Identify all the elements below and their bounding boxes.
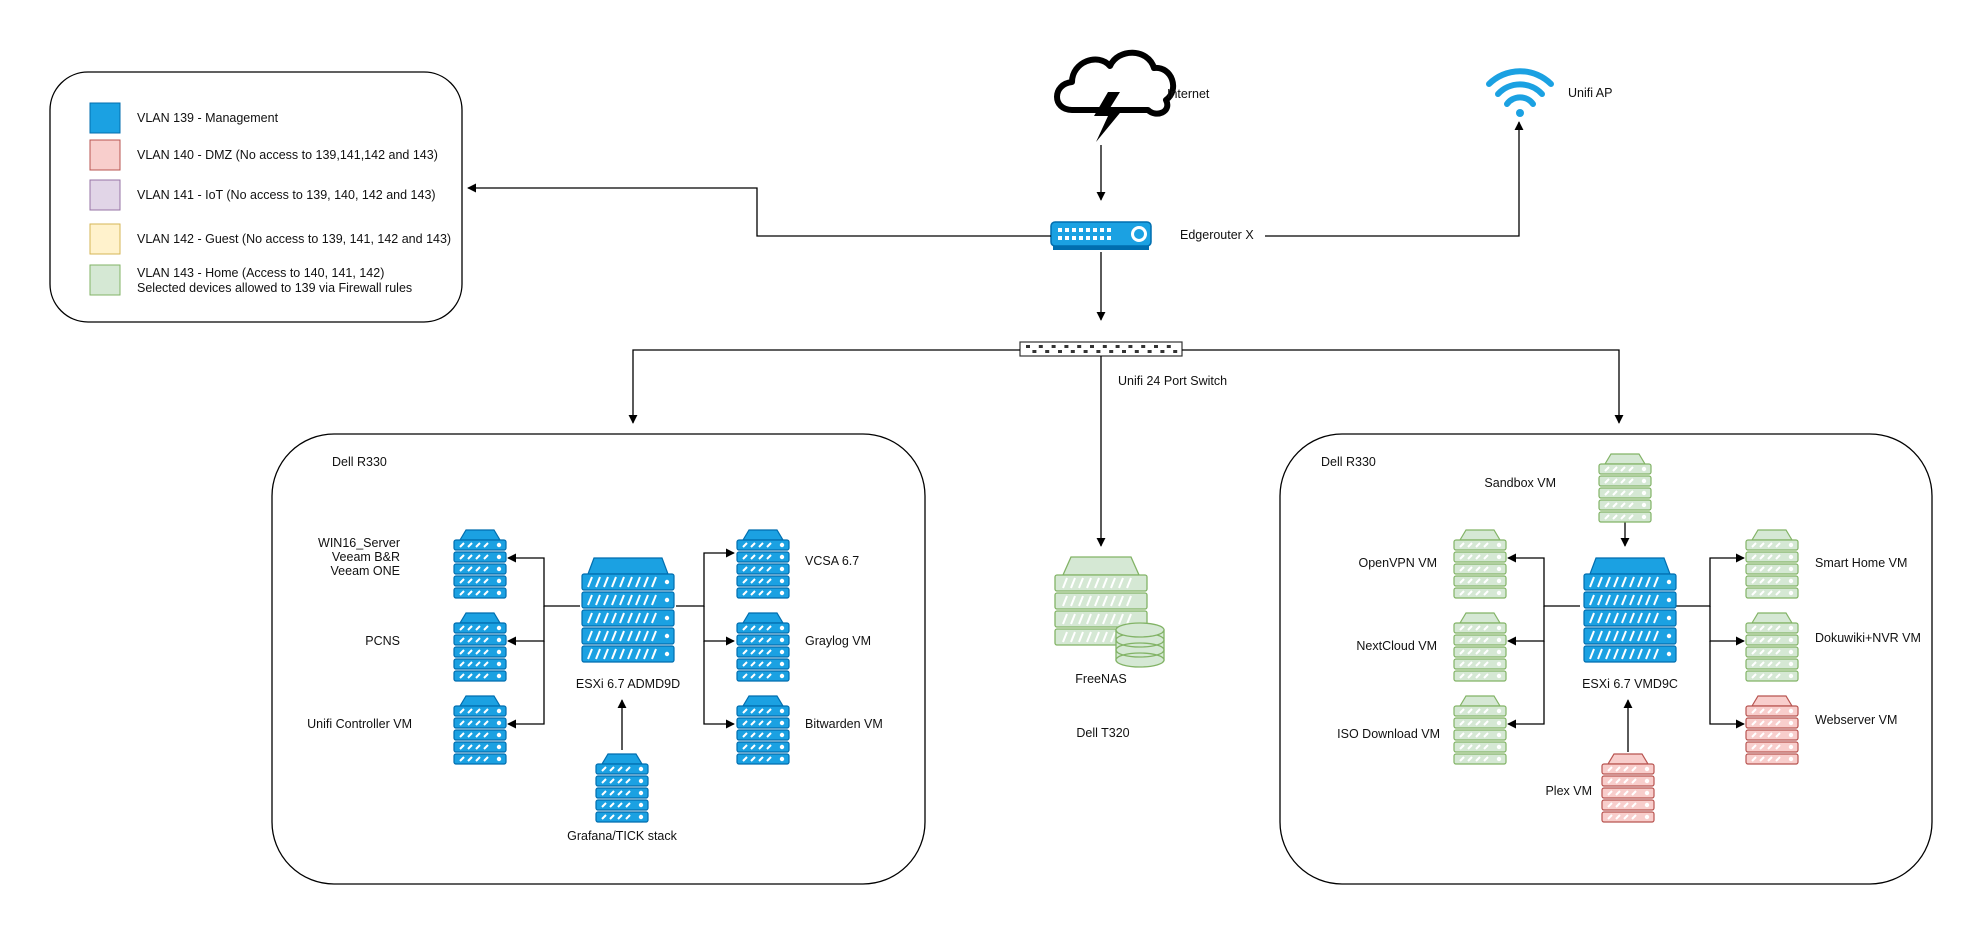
vm-label-openvpn: OpenVPN VM xyxy=(1358,556,1437,570)
server-grafana-icon xyxy=(595,753,649,823)
esxi-left-label: ESXi 6.7 ADMD9D xyxy=(576,677,680,691)
server-graylog-icon xyxy=(736,612,790,682)
host-right-labels: OpenVPN VM NextCloud VM ISO Download VM … xyxy=(1337,476,1921,798)
legend-label: VLAN 143 - Home (Access to 140, 141, 142… xyxy=(137,266,384,280)
unifi-ap-label: Unifi AP xyxy=(1568,86,1612,100)
legend-swatch xyxy=(89,102,121,134)
host-left-title: Dell R330 xyxy=(332,455,387,469)
server-dokuwiki-icon xyxy=(1745,612,1799,682)
legend-label-detail: Selected devices allowed to 139 via Fire… xyxy=(137,281,412,295)
legend-swatch xyxy=(89,223,121,255)
switch-icon xyxy=(1019,341,1183,357)
network-links xyxy=(467,121,1624,547)
legend-label: VLAN 139 - Management xyxy=(137,111,279,125)
legend-label: VLAN 140 - DMZ (No access to 139,141,142… xyxy=(137,148,438,162)
server-icons xyxy=(453,453,1799,823)
legend-label: VLAN 142 - Guest (No access to 139, 141,… xyxy=(137,232,451,246)
server-plex-icon xyxy=(1601,753,1655,823)
server-bitwarden-icon xyxy=(736,695,790,765)
nas-label: FreeNAS xyxy=(1075,672,1126,686)
nas-host-label: Dell T320 xyxy=(1076,726,1129,740)
server-esxi-left-icon xyxy=(581,557,675,663)
router-icon xyxy=(1050,221,1152,250)
server-pcns-icon xyxy=(453,612,507,682)
legend-frame xyxy=(49,71,463,323)
wifi-icon xyxy=(1486,68,1554,117)
vm-label-smart-home: Smart Home VM xyxy=(1815,556,1907,570)
vm-label-bitwarden: Bitwarden VM xyxy=(805,717,883,731)
host-right-title: Dell R330 xyxy=(1321,455,1376,469)
server-esxi-right-icon xyxy=(1583,557,1677,663)
server-iso-download-icon xyxy=(1453,695,1507,765)
vm-label-nextcloud: NextCloud VM xyxy=(1356,639,1437,653)
vm-label-graylog: Graylog VM xyxy=(805,634,871,648)
vm-label-unifi-controller: Unifi Controller VM xyxy=(307,717,412,731)
vm-label-pcns: PCNS xyxy=(365,634,400,648)
server-openvpn-icon xyxy=(1453,529,1507,599)
server-webserver-icon xyxy=(1745,695,1799,765)
vm-label-webserver: Webserver VM xyxy=(1815,713,1897,727)
legend-label: VLAN 141 - IoT (No access to 139, 140, 1… xyxy=(137,188,436,202)
legend-swatch xyxy=(89,264,121,296)
vm-label-dokuwiki: Dokuwiki+NVR VM xyxy=(1815,631,1921,645)
server-win16-icon xyxy=(453,529,507,599)
vm-label-sandbox: Sandbox VM xyxy=(1484,476,1556,490)
legend-swatch xyxy=(89,179,121,211)
vm-label-plex: Plex VM xyxy=(1545,784,1592,798)
nas-icon xyxy=(1054,556,1165,668)
server-nextcloud-icon xyxy=(1453,612,1507,682)
internet-label: Internet xyxy=(1167,87,1210,101)
grafana-label: Grafana/TICK stack xyxy=(567,829,678,843)
esxi-right-label: ESXi 6.7 VMD9C xyxy=(1582,677,1678,691)
vm-label-iso-download: ISO Download VM xyxy=(1337,727,1440,741)
edgerouter-label: Edgerouter X xyxy=(1180,228,1254,242)
internet-cloud-icon xyxy=(1054,49,1177,142)
switch-label: Unifi 24 Port Switch xyxy=(1118,374,1227,388)
host-left-links xyxy=(507,548,735,750)
legend-swatch xyxy=(89,139,121,171)
host-right-links xyxy=(1507,512,1745,752)
vm-label-vcsa: VCSA 6.7 xyxy=(805,554,859,568)
server-vcsa-icon xyxy=(736,529,790,599)
server-sandbox-icon xyxy=(1598,453,1652,523)
server-smart-home-icon xyxy=(1745,529,1799,599)
server-unifi-controller-icon xyxy=(453,695,507,765)
